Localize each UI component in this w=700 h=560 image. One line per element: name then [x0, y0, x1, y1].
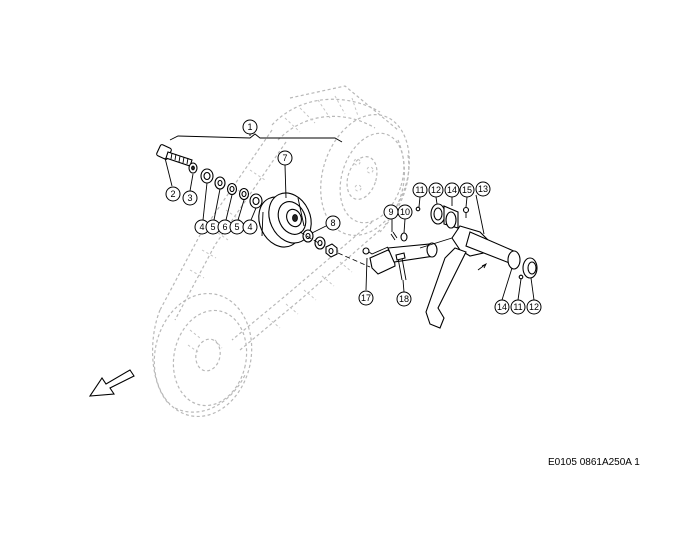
washers-and-bearings — [200, 168, 263, 209]
kit-bracket — [169, 133, 343, 143]
callout-15-label: 15 — [462, 185, 472, 195]
nut-washers — [302, 229, 338, 258]
callout-4b: 4 — [242, 219, 258, 235]
callout-15: 15 — [459, 182, 475, 198]
callout-12a-label: 12 — [431, 185, 441, 195]
bolt — [156, 144, 193, 167]
callout-9: 9 — [383, 204, 399, 220]
leader-lines — [164, 133, 535, 301]
idler-pulley — [258, 192, 312, 248]
callout-11a: 11 — [412, 182, 428, 198]
callout-12b: 12 — [526, 299, 542, 315]
callout-1: 1 — [242, 119, 258, 135]
callout-10-label: 10 — [400, 207, 410, 217]
callout-2-label: 2 — [170, 189, 175, 199]
callout-3-label: 3 — [187, 193, 192, 203]
callout-14b-label: 14 — [497, 302, 507, 312]
callout-8-label: 8 — [330, 218, 335, 228]
idler-arm — [362, 203, 538, 329]
callout-14b: 14 — [494, 299, 510, 315]
callout-5a-label: 5 — [210, 222, 215, 232]
callout-11a-label: 11 — [415, 185, 424, 195]
callout-14a-label: 14 — [447, 185, 457, 195]
direction-arrow — [88, 369, 135, 397]
callout-9-label: 9 — [388, 207, 393, 217]
callout-1-label: 1 — [247, 122, 252, 132]
callout-12b-label: 12 — [529, 302, 539, 312]
document-code: E0105 0861A250A 1 — [548, 457, 640, 468]
callout-17-label: 17 — [361, 293, 371, 303]
callout-4a-label: 4 — [199, 222, 204, 232]
callout-5b-label: 5 — [234, 222, 239, 232]
callout-3: 3 — [182, 190, 198, 206]
callout-12a: 12 — [428, 182, 444, 198]
ghost-belt — [152, 85, 410, 418]
callout-7: 7 — [277, 150, 293, 166]
callout-8: 8 — [325, 215, 341, 231]
callout-18: 18 — [396, 291, 412, 307]
callout-11b: 11 — [510, 299, 526, 315]
spacer — [188, 162, 198, 174]
callout-6-label: 6 — [222, 222, 227, 232]
callout-11b-label: 11 — [513, 302, 522, 312]
callout-4b-label: 4 — [247, 222, 252, 232]
callout-5b: 5 — [229, 219, 245, 235]
callout-7-label: 7 — [282, 153, 287, 163]
callout-13: 13 — [475, 181, 491, 197]
callout-17: 17 — [358, 290, 374, 306]
callout-10: 10 — [397, 204, 413, 220]
callout-18-label: 18 — [399, 294, 409, 304]
callout-14a: 14 — [444, 182, 460, 198]
callout-13-label: 13 — [478, 184, 488, 194]
callout-2: 2 — [165, 186, 181, 202]
